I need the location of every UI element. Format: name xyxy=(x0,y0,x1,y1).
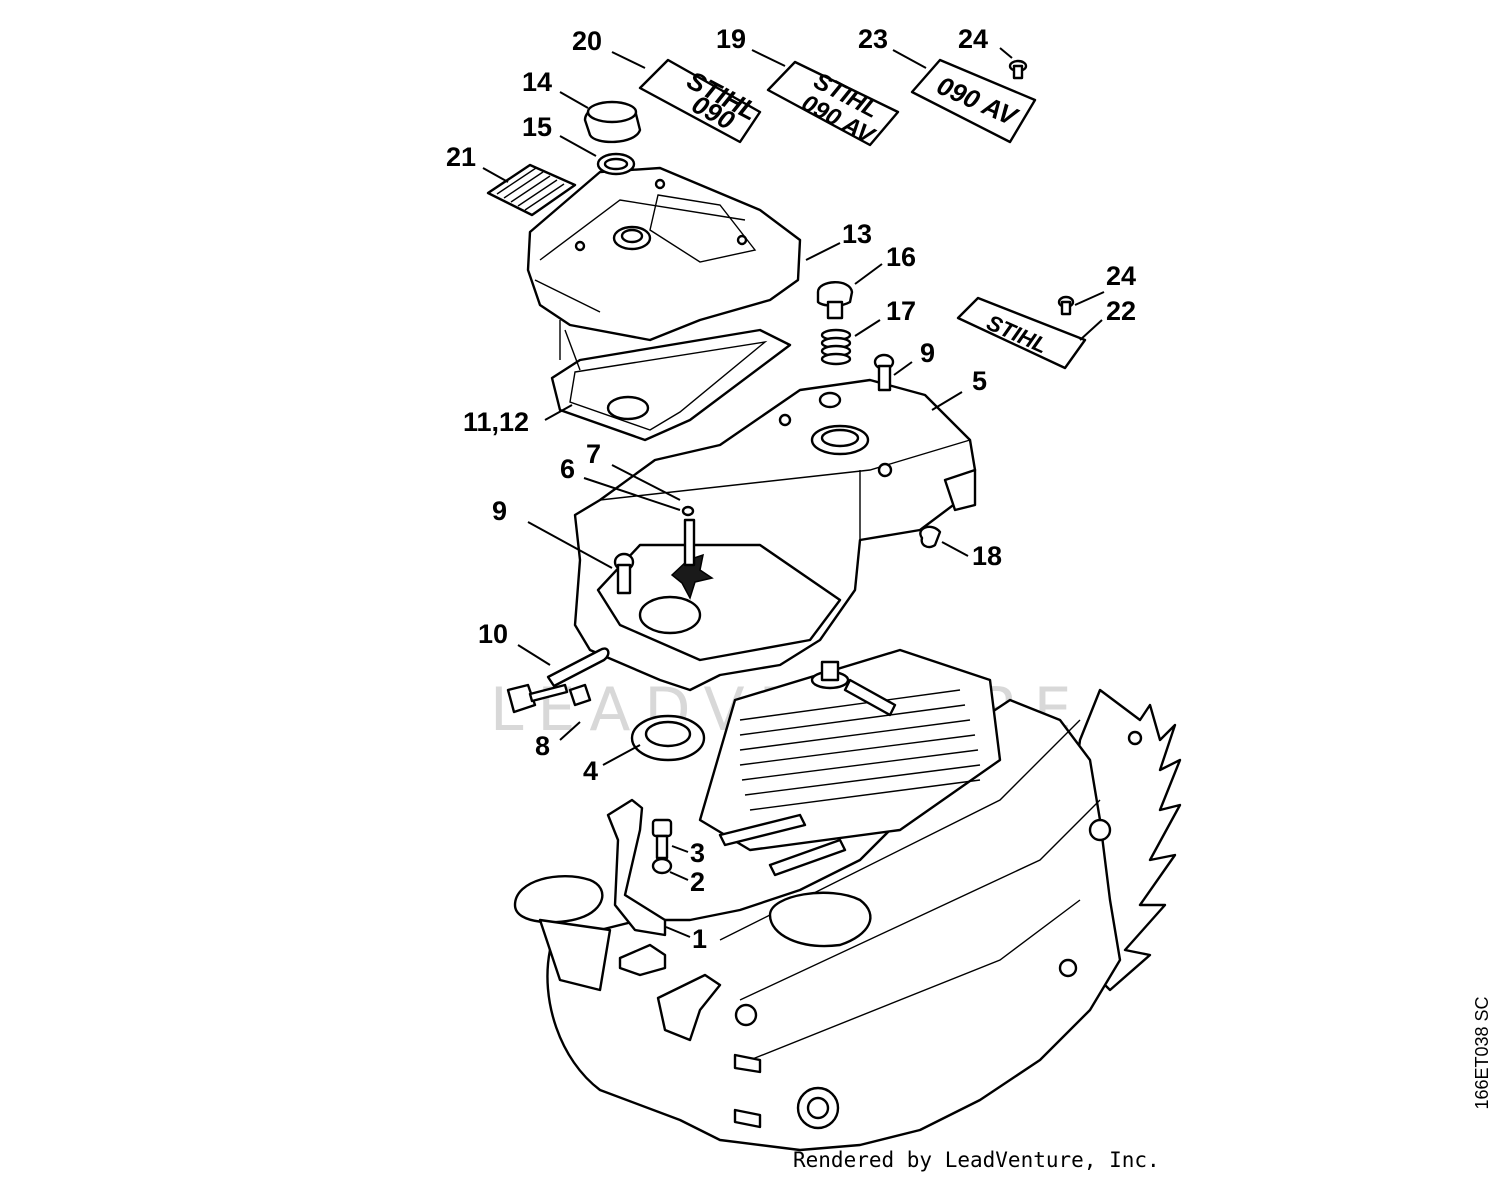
callout-3: 3 xyxy=(690,838,705,868)
diagram-reference-code: 166ET038 SC xyxy=(1472,996,1492,1110)
callout-4: 4 xyxy=(583,756,598,786)
leader-lines xyxy=(482,47,1105,938)
callout-8: 8 xyxy=(535,731,550,761)
callout-15: 15 xyxy=(522,112,552,142)
part-10-pin xyxy=(546,647,610,688)
callout-9-left: 9 xyxy=(492,496,507,526)
callout-labels: 20 19 23 24 14 15 21 13 16 24 17 22 9 5 … xyxy=(446,24,1136,954)
callout-19: 19 xyxy=(716,24,746,54)
callout-13: 13 xyxy=(842,219,872,249)
callout-22: 22 xyxy=(1106,296,1136,326)
callout-10: 10 xyxy=(478,619,508,649)
part-8-knob xyxy=(506,683,592,714)
part-14-knob xyxy=(583,100,642,144)
callout-2: 2 xyxy=(690,867,705,897)
callout-24-top: 24 xyxy=(958,24,988,54)
callout-18: 18 xyxy=(972,541,1002,571)
part-24-rivet-top xyxy=(1008,59,1028,80)
callout-7: 7 xyxy=(586,439,601,469)
part-20-plate: STIHL 090 xyxy=(638,58,763,144)
callout-16: 16 xyxy=(886,242,916,272)
part-4-ring xyxy=(630,714,706,762)
part-17-spring xyxy=(820,328,852,366)
part-21-grille xyxy=(486,163,577,217)
part-16-bolt xyxy=(816,281,854,320)
engine-crankcase xyxy=(513,648,1182,1152)
callout-11-12: 11,12 xyxy=(463,407,529,437)
callout-5: 5 xyxy=(972,366,987,396)
part-18-clip xyxy=(919,525,942,549)
part-19-plate: STIHL 090 AV xyxy=(766,60,900,151)
callout-20: 20 xyxy=(572,26,602,56)
callout-24-right: 24 xyxy=(1106,261,1136,291)
cylinder-fins xyxy=(698,648,1002,852)
part-15-o-ring xyxy=(596,152,636,176)
part-11-12-filter xyxy=(550,328,792,442)
part-6-ring xyxy=(681,505,695,517)
part-2-washer xyxy=(651,857,673,875)
rendered-by-credit: Rendered by LeadVenture, Inc. xyxy=(793,1148,1160,1172)
callout-23: 23 xyxy=(858,24,888,54)
callout-17: 17 xyxy=(886,296,916,326)
part-9-screw-right xyxy=(873,353,895,392)
part-9-screw-left xyxy=(613,552,635,595)
callout-14: 14 xyxy=(522,67,552,97)
part-1-bracket xyxy=(606,798,667,937)
part-24-rivet-right xyxy=(1057,295,1075,316)
part-13-filter-cover xyxy=(526,166,802,371)
callout-9-right: 9 xyxy=(920,338,935,368)
callout-6: 6 xyxy=(560,454,575,484)
callout-21: 21 xyxy=(446,142,476,172)
part-5-shroud xyxy=(573,378,977,692)
part-3-screw xyxy=(651,818,673,860)
callout-1: 1 xyxy=(692,924,707,954)
